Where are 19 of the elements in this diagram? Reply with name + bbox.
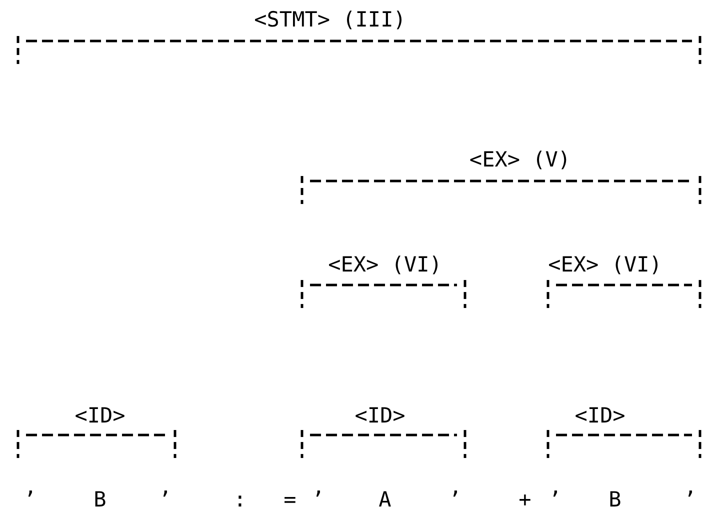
- nonterminal-label: <ID>: [354, 406, 406, 426]
- nonterminal-label: <EX> (VI): [548, 254, 662, 276]
- nonterminal-label: <STMT> (III): [254, 10, 406, 30]
- token: A: [378, 490, 392, 510]
- token: :: [234, 490, 246, 510]
- token: =: [284, 490, 296, 510]
- token: ’: [684, 490, 696, 510]
- token: ’: [448, 490, 462, 510]
- nonterminal-label: <EX> (VI): [328, 254, 442, 276]
- token: ’: [548, 490, 562, 510]
- token: B: [608, 490, 622, 510]
- token: B: [94, 490, 106, 510]
- token: +: [518, 490, 532, 510]
- token: ’: [312, 490, 324, 510]
- nonterminal-label: <EX> (V): [469, 150, 571, 170]
- nonterminal-label: <ID>: [574, 406, 626, 426]
- token: ’: [24, 490, 36, 510]
- nonterminal-label: <ID>: [74, 406, 126, 426]
- token: ’: [158, 490, 172, 510]
